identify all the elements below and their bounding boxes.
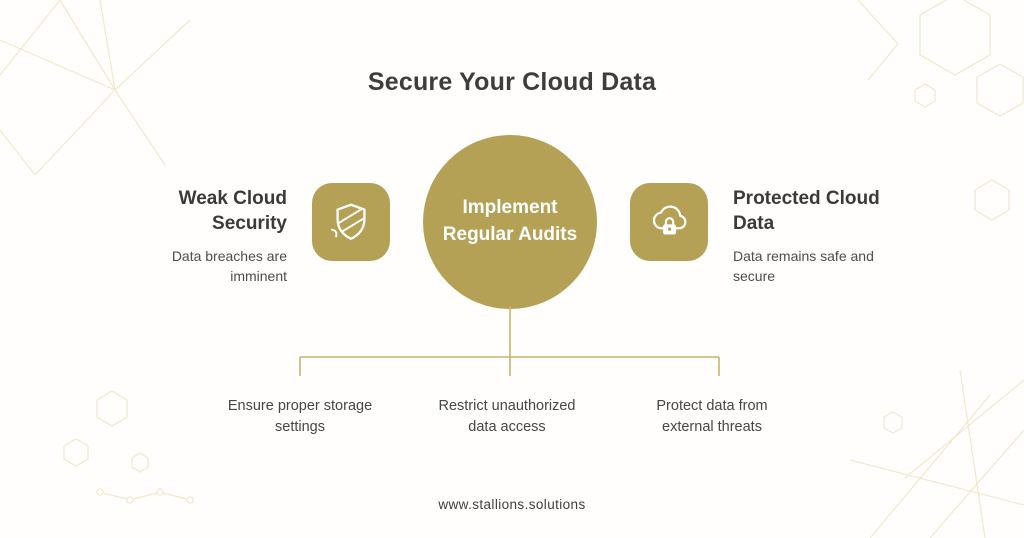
outcome-label: Protect data from external threats [656,398,768,436]
result-description: Data remains safe and secure [733,248,874,285]
outcome-item: Restrict unauthorized data access [423,396,591,438]
result-icon-box [630,183,708,261]
problem-heading: Weak Cloud Security [178,188,287,234]
problem-description: Data breaches are imminent [171,248,287,285]
cloud-lock-icon [652,205,687,235]
shield-icon [330,203,366,240]
outcome-item: Ensure proper storage settings [211,396,389,438]
solution-node: Implement Regular Audits [423,135,597,309]
page-title: Secure Your Cloud Data [367,68,657,96]
solution-label: Implement Regular Audits [442,197,578,245]
result-block: Protected Cloud Data Data remains safe a… [733,187,933,287]
outcome-label: Restrict unauthorized data access [438,398,576,436]
outcome-item: Protect data from external threats [636,396,788,438]
result-heading: Protected Cloud Data [733,188,880,234]
problem-block: Weak Cloud Security Data breaches are im… [87,187,287,287]
outcome-label: Ensure proper storage settings [227,398,373,436]
problem-icon-box [312,183,390,261]
footer-url: www.stallions.solutions [438,497,586,512]
